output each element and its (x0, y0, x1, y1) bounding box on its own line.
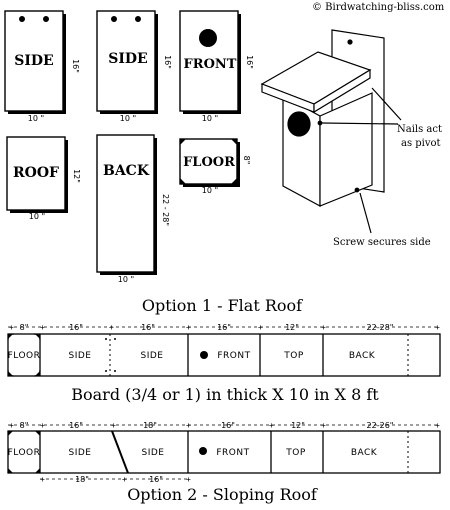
side-panel-1-width: 10 " (28, 114, 44, 123)
roof-panel-height: 12" (72, 169, 81, 183)
option2-dim-side1: 16" (69, 421, 83, 430)
option2-cell-side2: SIDE (142, 448, 165, 458)
option2-cell-side1: SIDE (69, 448, 92, 458)
board-caption: Board (3/4 or 1) in thick X 10 in X 8 ft (71, 385, 379, 404)
option1-cell-front: FRONT (217, 351, 250, 361)
svg-text:+: + (109, 323, 114, 332)
birdhouse-3d-illustration (260, 29, 402, 234)
back-panel-label: BACK (103, 163, 150, 179)
side-panel-2: SIDE 16" 10 " (96, 10, 172, 123)
option2-dimension-row: + + + + + + + 8" 16" 18" 16" 12" 22-26" (8, 421, 440, 430)
option1-cell-side2: SIDE (141, 351, 164, 361)
svg-text:+: + (40, 421, 45, 430)
svg-text:+: + (186, 475, 191, 484)
svg-text:+: + (435, 323, 440, 332)
option1-board: FLOOR SIDE SIDE FRONT TOP BACK (7, 333, 441, 377)
svg-text:+: + (111, 421, 116, 430)
roof-panel-width: 10 " (29, 212, 45, 221)
option1-caption: Option 1 - Flat Roof (142, 296, 303, 315)
svg-text:+: + (122, 475, 127, 484)
floor-panel: FLOOR 8" 10 " (179, 138, 251, 195)
option2-front-hole-icon (199, 447, 207, 455)
roof-panel: ROOF 12" 10 " (6, 136, 81, 221)
option2-dim-top: 12" (291, 421, 305, 430)
front-panel: FRONT 16" 10 " (179, 10, 254, 123)
side-panel-2-width: 10 " (120, 114, 136, 123)
option2-board: FLOOR SIDE SIDE FRONT TOP BACK (7, 430, 441, 474)
option2-cell-floor: FLOOR (8, 448, 41, 458)
front-panel-height: 16" (245, 55, 254, 69)
option1-dim-side1: 16" (69, 323, 83, 332)
side-panel-1-height: 16" (71, 59, 80, 73)
option1-dim-front: 16" (217, 323, 231, 332)
pivot-annotation: as pivot (401, 138, 441, 149)
front-panel-label: FRONT (184, 57, 237, 72)
nails-annotation: Nails act (397, 124, 442, 135)
entrance-hole-icon (199, 29, 217, 47)
svg-text:+: + (40, 475, 45, 484)
svg-text:+: + (9, 421, 14, 430)
side-panel-1: SIDE 16" 10 " (4, 10, 80, 123)
svg-text:+: + (269, 421, 274, 430)
option2-dim-side2: 18" (143, 421, 157, 430)
svg-text:+: + (186, 323, 191, 332)
side-panel-2-label: SIDE (108, 51, 147, 67)
back-panel: BACK 22 - 28" 10 " (96, 134, 170, 284)
option2-cell-top: TOP (285, 448, 306, 458)
option2-cell-front: FRONT (216, 448, 249, 458)
back-panel-width: 10 " (118, 275, 134, 284)
option1-dimension-row: + + + + + + + 8" 16" 16" 16" 12" 22-28" (8, 323, 440, 332)
option2-dim-front: 16" (221, 421, 235, 430)
svg-text:+: + (321, 323, 326, 332)
svg-text:+: + (9, 323, 14, 332)
floor-panel-width: 10 " (202, 186, 218, 195)
svg-text:+: + (40, 323, 45, 332)
copyright-text: © Birdwatching-bliss.com (312, 2, 445, 13)
option1-cell-back: BACK (349, 351, 376, 361)
floor-panel-height: 8" (242, 156, 251, 165)
option2-bottom-dimension-row: + + + 18" 16" (40, 475, 191, 484)
option1-dim-back: 22-28" (367, 323, 394, 332)
back-panel-height: 22 - 28" (161, 194, 170, 226)
option1-cell-floor: FLOOR (8, 351, 41, 361)
screw-annotation: Screw secures side (333, 237, 431, 248)
option2-caption: Option 2 - Sloping Roof (127, 485, 318, 504)
option1-dim-floor: 8" (20, 323, 29, 332)
option1-cell-top: TOP (283, 351, 304, 361)
side-panel-2-height: 16" (163, 55, 172, 69)
svg-text:+: + (258, 323, 263, 332)
option2-bottom-dim-2: 16" (149, 475, 163, 484)
option1-dim-top: 12" (285, 323, 299, 332)
front-panel-width: 10 " (202, 114, 218, 123)
option1-dim-side2: 16" (141, 323, 155, 332)
option2-cell-back: BACK (351, 448, 378, 458)
svg-text:+: + (321, 421, 326, 430)
side-panel-1-label: SIDE (14, 53, 53, 69)
svg-text:+: + (435, 421, 440, 430)
option2-dim-floor: 8" (20, 421, 29, 430)
floor-panel-label: FLOOR (183, 155, 235, 170)
option1-front-hole-icon (200, 351, 208, 359)
roof-panel-label: ROOF (13, 165, 59, 181)
option2-bottom-dim-1: 18" (75, 475, 89, 484)
option1-cell-side1: SIDE (69, 351, 92, 361)
option2-dim-back: 22-26" (367, 421, 394, 430)
svg-text:+: + (186, 421, 191, 430)
